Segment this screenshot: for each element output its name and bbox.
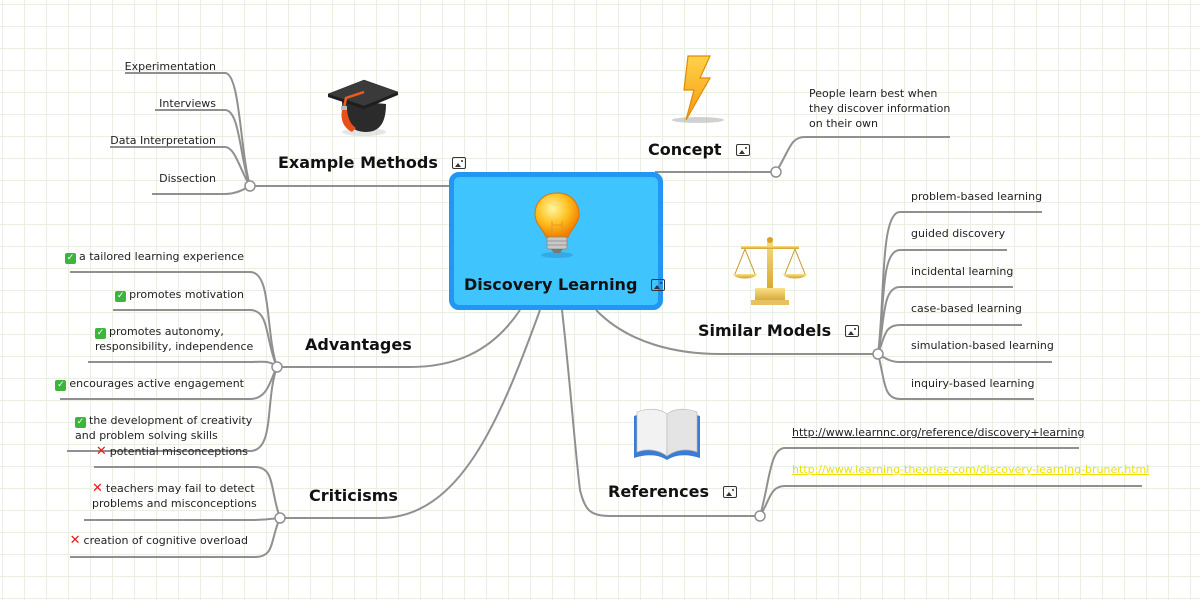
checkmark-icon: ✓ bbox=[95, 328, 106, 339]
lightbulb-icon bbox=[534, 192, 580, 258]
topic-title: Similar Models bbox=[698, 321, 832, 340]
topic-title: Concept bbox=[648, 140, 722, 159]
checkmark-icon: ✓ bbox=[75, 417, 86, 428]
leaf-similar-model[interactable]: inquiry-based learning bbox=[911, 377, 1035, 390]
central-title-text: Discovery Learning bbox=[464, 275, 638, 294]
leaf-criticism[interactable]: ✕creation of cognitive overload bbox=[70, 533, 248, 548]
reference-link[interactable]: http://www.learning-theories.com/discove… bbox=[792, 463, 1150, 476]
node-similar-models bbox=[872, 348, 884, 360]
topic-concept[interactable]: Concept bbox=[648, 140, 750, 159]
topic-title: Advantages bbox=[305, 335, 412, 354]
node-example-methods bbox=[244, 180, 256, 192]
link-references bbox=[561, 309, 760, 517]
checkmark-icon: ✓ bbox=[65, 253, 76, 264]
leaf-similar-model[interactable]: case-based learning bbox=[911, 302, 1022, 315]
leaf-dissection[interactable]: Dissection bbox=[159, 172, 216, 185]
cross-icon: ✕ bbox=[95, 444, 107, 459]
topic-advantages[interactable]: Advantages bbox=[305, 335, 412, 354]
topic-title: Example Methods bbox=[278, 153, 438, 172]
central-topic-title: Discovery Learning bbox=[464, 275, 666, 294]
leaf-text: the development of creativity bbox=[89, 414, 253, 427]
image-icon[interactable] bbox=[651, 278, 666, 291]
image-icon[interactable] bbox=[722, 485, 737, 498]
node-concept bbox=[770, 166, 782, 178]
leaf-text: they discover information bbox=[809, 102, 951, 115]
checkmark-icon: ✓ bbox=[55, 380, 67, 391]
leaf-criticism[interactable]: ✕potential misconceptions bbox=[96, 444, 248, 459]
node-criticisms bbox=[274, 512, 286, 524]
topic-references[interactable]: References bbox=[608, 482, 737, 501]
leaf-interviews[interactable]: Interviews bbox=[159, 97, 216, 110]
node-advantages bbox=[271, 361, 283, 373]
topic-example-methods[interactable]: Example Methods bbox=[278, 153, 466, 172]
leaf-text: People learn best when bbox=[809, 87, 938, 100]
link-criticisms bbox=[280, 309, 541, 519]
leaf-data-interpretation[interactable]: Data Interpretation bbox=[110, 134, 216, 147]
scales-icon bbox=[733, 237, 807, 305]
node-references bbox=[754, 510, 766, 522]
leaf-advantage[interactable]: ✓a tailored learning experience bbox=[65, 249, 244, 264]
leaf-similar-model[interactable]: incidental learning bbox=[911, 265, 1014, 278]
leaf-criticism[interactable]: ✕teachers may fail to detect problems an… bbox=[92, 481, 257, 511]
image-icon[interactable] bbox=[735, 143, 750, 156]
central-topic[interactable]: Discovery Learning bbox=[449, 172, 666, 310]
leaf-text: promotes autonomy, bbox=[109, 325, 224, 338]
leaf-text: on their own bbox=[809, 117, 879, 130]
cross-icon: ✕ bbox=[69, 533, 81, 548]
leaf-text: responsibility, independence bbox=[95, 340, 254, 353]
leaf-text: promotes motivation bbox=[129, 288, 244, 301]
leaf-text: creation of cognitive overload bbox=[83, 534, 248, 547]
cross-icon: ✕ bbox=[92, 481, 103, 496]
reference-link[interactable]: http://www.learnnc.org/reference/discove… bbox=[792, 426, 1085, 439]
graduation-cap-icon bbox=[327, 79, 398, 136]
topic-criticisms[interactable]: Criticisms bbox=[309, 486, 398, 505]
leaf-text: encourages active engagement bbox=[69, 377, 244, 390]
book-icon bbox=[634, 408, 700, 460]
image-icon[interactable] bbox=[845, 324, 860, 337]
link-advantages bbox=[277, 309, 521, 368]
link-similar-models bbox=[595, 309, 878, 355]
topic-similar-models[interactable]: Similar Models bbox=[698, 321, 860, 340]
topic-title: References bbox=[608, 482, 709, 501]
checkmark-icon: ✓ bbox=[115, 291, 127, 302]
leaf-text: problems and misconceptions bbox=[92, 497, 257, 510]
leaf-text: a tailored learning experience bbox=[79, 250, 244, 263]
leaf-similar-model[interactable]: problem-based learning bbox=[911, 190, 1043, 203]
leaf-concept-description[interactable]: People learn best when they discover inf… bbox=[809, 86, 950, 131]
leaf-similar-model[interactable]: guided discovery bbox=[911, 227, 1006, 240]
leaf-advantage[interactable]: ✓promotes autonomy, responsibility, inde… bbox=[95, 324, 253, 354]
lightning-bolt-icon bbox=[672, 55, 724, 123]
leaf-advantage[interactable]: ✓encourages active engagement bbox=[55, 376, 244, 391]
leaf-similar-model[interactable]: simulation-based learning bbox=[911, 339, 1054, 352]
leaf-experimentation[interactable]: Experimentation bbox=[124, 60, 216, 73]
leaf-text: and problem solving skills bbox=[75, 429, 218, 442]
topic-title: Criticisms bbox=[309, 486, 398, 505]
image-icon[interactable] bbox=[451, 156, 466, 169]
leaf-advantage[interactable]: ✓the development of creativity and probl… bbox=[75, 413, 252, 443]
leaf-advantage[interactable]: ✓promotes motivation bbox=[115, 287, 244, 302]
leaf-text: potential misconceptions bbox=[109, 445, 248, 458]
leaf-text: teachers may fail to detect bbox=[105, 482, 255, 495]
